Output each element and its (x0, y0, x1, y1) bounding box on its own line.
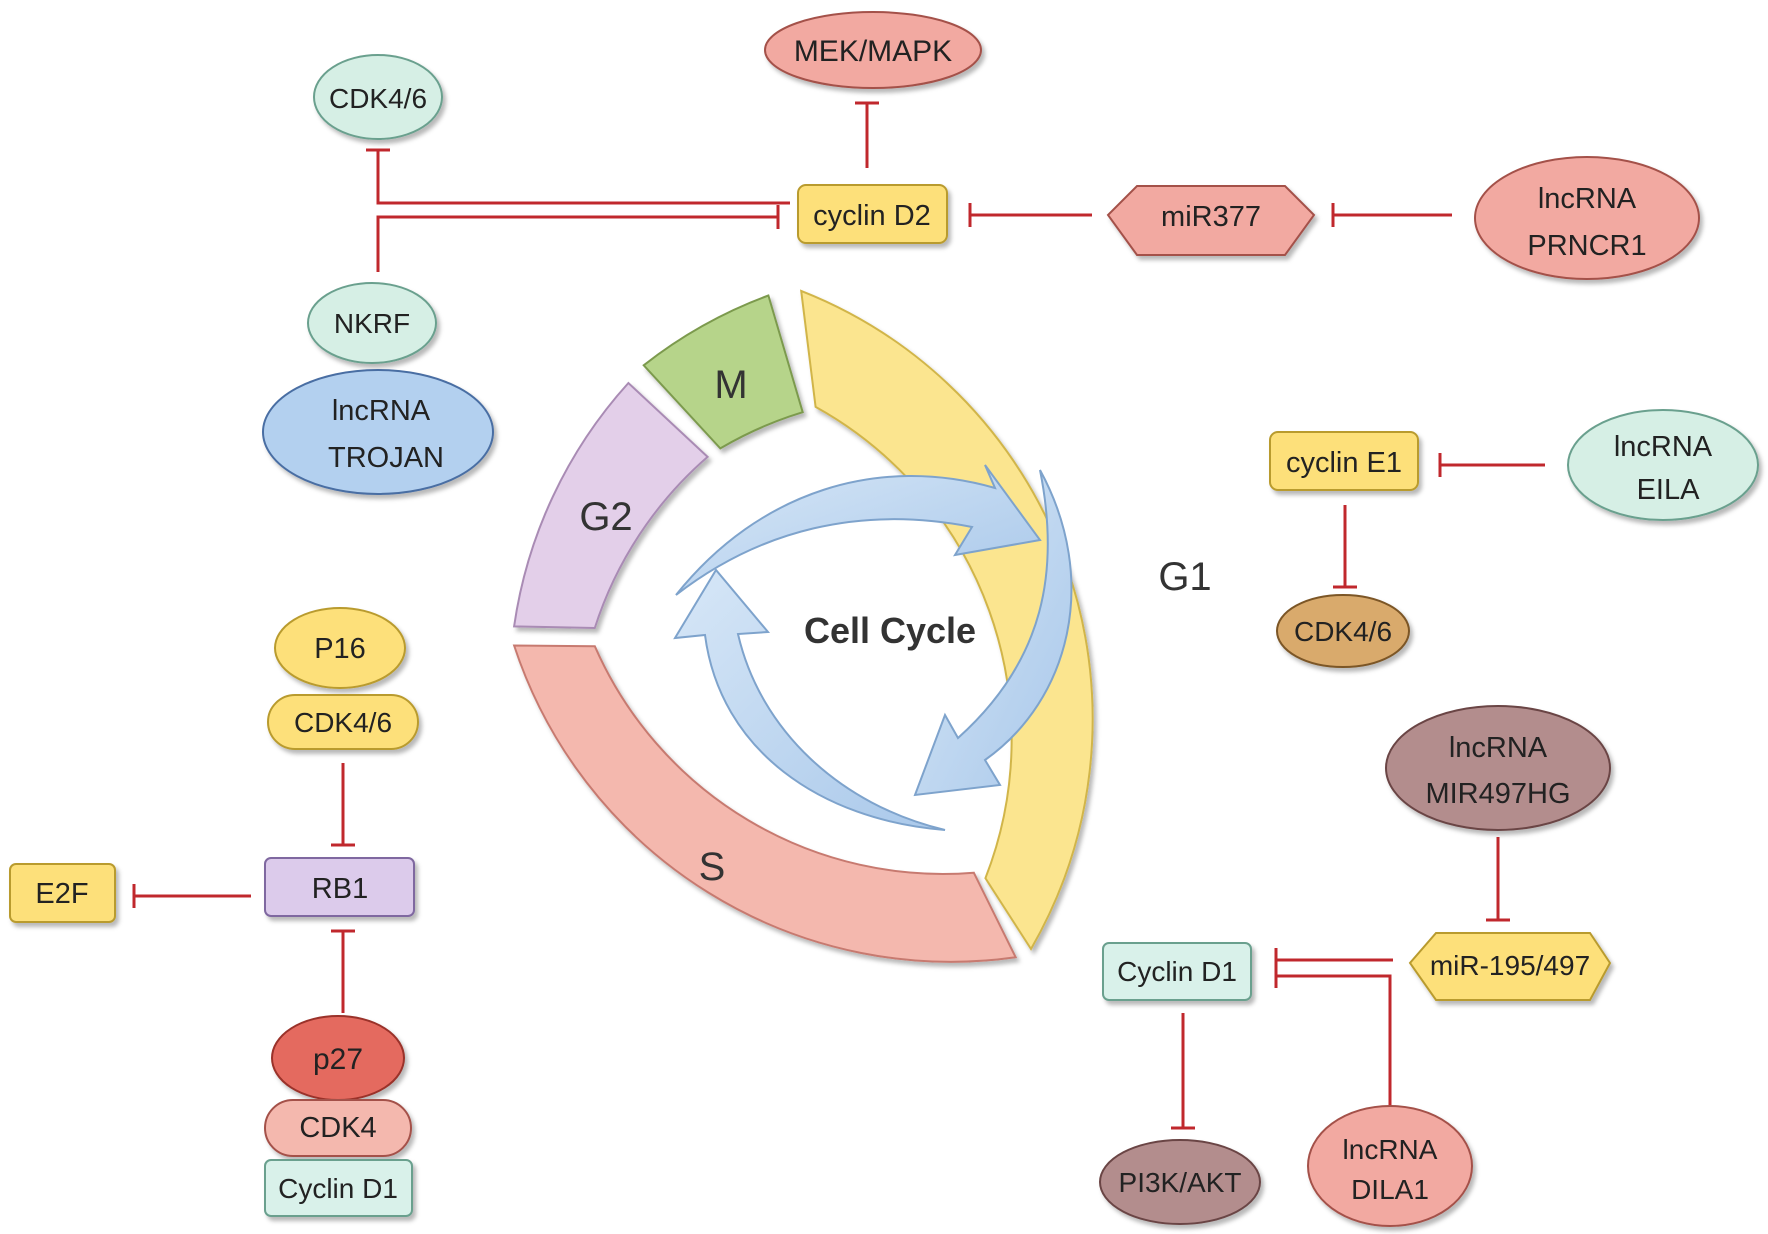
cell-cycle-title: Cell Cycle (804, 610, 976, 651)
edge-nkrf-cyclind2 (376, 205, 780, 272)
node-mek-mapk (764, 11, 982, 89)
node-trojan-line1: lncRNA (332, 395, 431, 427)
edge-cyclind2-mekmapk (855, 101, 879, 168)
node-cyclin-d1-right (1102, 942, 1252, 1001)
node-eila-line1: lncRNA (1614, 431, 1713, 463)
node-dila1-line1: lncRNA (1343, 1134, 1438, 1165)
node-rb1-label: RB1 (312, 873, 368, 905)
node-p27-label: p27 (313, 1043, 363, 1076)
node-pi3k-akt (1099, 1139, 1261, 1225)
node-cdk46-left-label: CDK4/6 (294, 707, 392, 738)
node-cdk46-left (267, 694, 419, 750)
node-e2f (9, 863, 116, 923)
node-cyclin-d2 (797, 184, 948, 244)
node-e2f-label: E2F (35, 878, 88, 910)
node-cyclin-e1-label: cyclin E1 (1286, 447, 1402, 479)
node-mir377-label: miR377 (1161, 201, 1261, 233)
node-pi3k-akt-label: PI3K/AKT (1119, 1167, 1242, 1198)
cycle-arrow-left (673, 568, 946, 831)
edge-prncr1-mir377 (1331, 203, 1452, 227)
edge-mir195-cyclind1 (1274, 948, 1393, 972)
node-cyclin-d1-left (264, 1159, 413, 1217)
edge-cyclind2-cdk46 (366, 148, 790, 205)
node-cyclin-d1-left-label: Cyclin D1 (278, 1173, 398, 1204)
edge-cyclind1-pi3kakt (1171, 1013, 1195, 1130)
cycle-arrow-top (675, 464, 1042, 596)
edge-rb1-e2f (132, 884, 251, 908)
inhibition-lines (132, 101, 1545, 1130)
node-trojan (262, 369, 494, 495)
phase-g2-label: G2 (579, 495, 632, 539)
node-trojan-line2: TROJAN (328, 442, 444, 474)
phase-m-label: M (714, 363, 747, 407)
node-p16 (274, 607, 406, 689)
edge-mir377-cyclind2 (968, 203, 1092, 227)
edge-p27-rb1 (331, 929, 355, 1013)
edge-dila1-cyclind1 (1274, 964, 1392, 1107)
phase-m-segment (642, 294, 804, 450)
node-cdk4 (264, 1099, 412, 1157)
phase-s-label: S (699, 845, 726, 889)
node-cdk46-right-label: CDK4/6 (1294, 616, 1392, 647)
node-cdk46-top-label: CDK4/6 (329, 83, 427, 114)
node-mir497hg (1385, 705, 1611, 831)
node-nkrf (307, 282, 437, 364)
phase-g2-segment (512, 381, 710, 630)
node-eila (1567, 409, 1759, 521)
node-rb1 (264, 857, 415, 917)
edge-cdk46-rb1 (331, 763, 355, 847)
node-prncr1-line1: lncRNA (1538, 183, 1637, 215)
node-mir497hg-line1: lncRNA (1449, 732, 1548, 764)
node-p16-label: P16 (314, 633, 366, 665)
node-mek-mapk-label: MEK/MAPK (794, 35, 952, 68)
edge-eila-cycline1 (1438, 453, 1545, 477)
cell-cycle-ring: G1 S G2 M (512, 289, 1212, 963)
node-dila1-line2: DILA1 (1351, 1174, 1429, 1205)
node-mir497hg-line2: MIR497HG (1425, 778, 1570, 810)
node-cdk46-right (1276, 594, 1410, 668)
node-cdk4-label: CDK4 (299, 1112, 376, 1144)
edge-mir497hg-mir195 (1486, 837, 1510, 922)
cycle-arrows: Cell Cycle (673, 464, 1073, 831)
node-cdk46-top (313, 54, 443, 140)
node-mir377 (1106, 185, 1316, 256)
node-cyclin-d2-label: cyclin D2 (813, 200, 931, 232)
node-eila-line2: EILA (1637, 474, 1701, 506)
node-cyclin-e1 (1269, 431, 1419, 491)
phase-s-segment (512, 644, 1018, 963)
phase-g1-segment (800, 289, 1094, 951)
node-cyclin-d1-right-label: Cyclin D1 (1117, 956, 1237, 987)
nodes: MEK/MAPK CDK4/6 cyclin D2 miR377 lncRNA … (9, 11, 1759, 1227)
node-nkrf-label: NKRF (334, 308, 410, 339)
cycle-arrow-right (913, 469, 1073, 797)
node-mir195-497 (1408, 932, 1612, 1001)
phase-g1-label: G1 (1158, 555, 1211, 599)
node-prncr1-line2: PRNCR1 (1527, 230, 1646, 262)
node-mir195-497-label: miR-195/497 (1430, 950, 1590, 981)
edge-cycline1-cdk46 (1333, 505, 1357, 589)
node-dila1 (1307, 1105, 1473, 1227)
node-prncr1 (1474, 156, 1700, 280)
